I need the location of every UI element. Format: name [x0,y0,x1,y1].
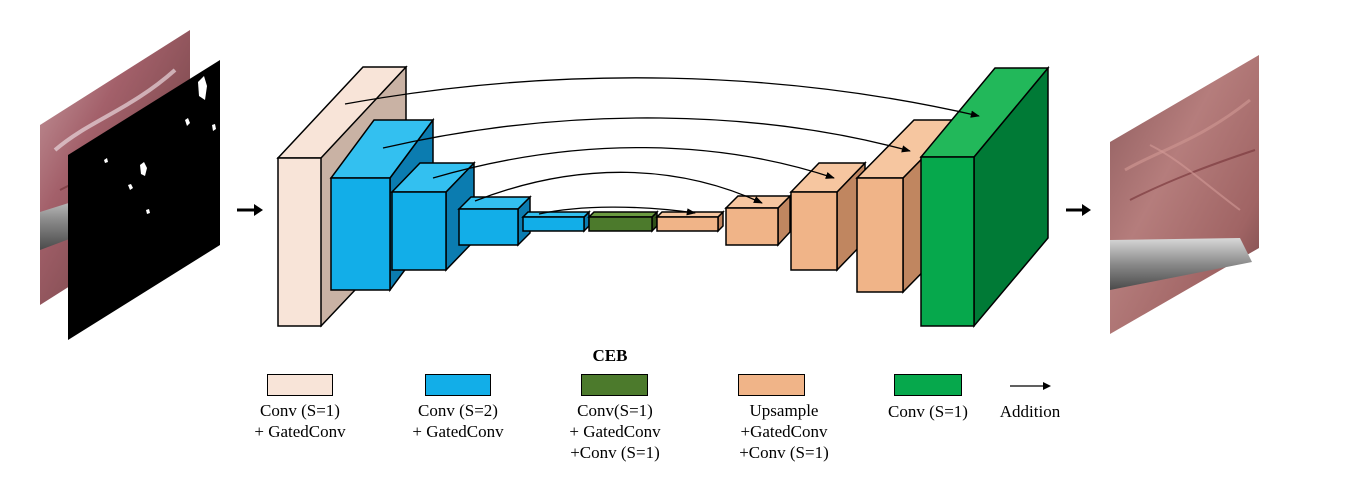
legend-label-ceb-line3: +Conv (S=1) [570,443,660,462]
skip-arrow-1 [344,77,980,118]
decoder-block-upsample-1 [655,210,725,233]
skip-arrow-2 [382,117,911,153]
legend-label-upsample-line1: Upsample [749,401,819,420]
decoder-block-upsample-3 [789,161,867,272]
encoder-block-conv-s2-4 [521,210,591,233]
mask-image [68,60,220,340]
legend-label-addition: Addition [999,402,1061,421]
legend-label-upsample-line2: +GatedConv [740,422,828,441]
legend-label-ceb: Conv(S=1) + GatedConv +Conv (S=1) [545,400,685,463]
legend-swatch-upsample [738,374,805,396]
skip-connections [344,77,980,216]
input-arrow [237,204,263,216]
legend-heading-ceb: CEB [592,346,628,365]
skip-arrow-4 [474,171,763,204]
legend-label-conv-s1-line2: + GatedConv [254,422,346,441]
legend-label-upsample: Upsample +GatedConv +Conv (S=1) [714,400,854,463]
legend-label-conv-s2-line2: + GatedConv [412,422,504,441]
ceb-block [587,210,659,233]
legend-label-ceb-line1: Conv(S=1) [577,401,653,420]
skip-arrow-5 [538,206,696,216]
legend-label-conv-out: Conv (S=1) [858,401,998,422]
output-block-conv-s1 [919,65,1050,329]
legend-swatch-conv-s2 [425,374,491,396]
legend-label-conv-s1-line1: Conv (S=1) [260,401,340,420]
legend-label-conv-out-line1: Conv (S=1) [888,402,968,421]
legend-swatch-ceb [581,374,648,396]
skip-arrow-3 [432,146,835,179]
encoder-block-conv-s2-3 [457,195,532,247]
legend-label-upsample-line3: +Conv (S=1) [739,443,829,462]
legend-label-conv-s2: Conv (S=2) + GatedConv [388,400,528,442]
decoder-block-upsample-2 [724,194,792,247]
legend-swatch-conv-s1 [267,374,333,396]
output-arrow [1066,204,1091,216]
legend-swatch-conv-out [894,374,962,396]
legend-label-conv-s1: Conv (S=1) + GatedConv [230,400,370,442]
legend-addition-arrow-icon [1010,382,1051,390]
legend-label-conv-s2-line1: Conv (S=2) [418,401,498,420]
output-image [1110,55,1259,334]
legend-label-ceb-line2: + GatedConv [569,422,661,441]
